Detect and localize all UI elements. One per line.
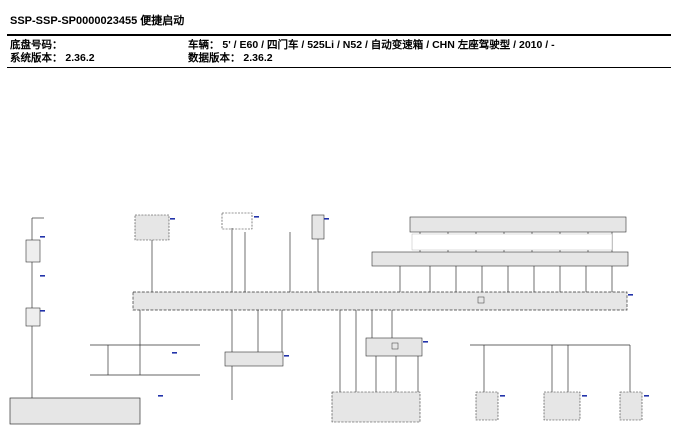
data-version-row: 数据版本： 2.36.2 — [188, 52, 555, 65]
module-symbol — [477, 296, 485, 304]
antenna-module-strip — [409, 216, 627, 233]
connector-strip — [371, 251, 629, 267]
connector-tag — [170, 218, 175, 220]
vehicle-value: 5' / E60 / 四门车 / 525Li / N52 / 自动变速箱 / C… — [222, 39, 555, 51]
connector-tag — [423, 341, 428, 343]
connector-tag — [582, 395, 587, 397]
connector-tag — [324, 218, 329, 220]
vehicle-label: 车辆： — [188, 39, 220, 51]
chassis-number-label: 底盘号码： — [10, 39, 63, 51]
sensor-module-top — [311, 214, 325, 240]
connector-tag — [254, 216, 259, 218]
data-version-label: 数据版本： — [188, 52, 241, 64]
antenna-label-area — [411, 233, 613, 251]
chassis-number-row: 底盘号码： — [10, 39, 95, 52]
header-rule-bottom — [7, 67, 671, 68]
connector-tag — [644, 395, 649, 397]
vehicle-row: 车辆： 5' / E60 / 四门车 / 525Li / N52 / 自动变速箱… — [188, 39, 555, 52]
junction-box-module — [365, 337, 423, 357]
relay-block — [25, 307, 41, 327]
system-version-row: 系统版本： 2.36.2 — [10, 52, 95, 65]
header-right-info: 车辆： 5' / E60 / 四门车 / 525Li / N52 / 自动变速箱… — [188, 39, 555, 65]
connector-tag — [284, 355, 289, 357]
header-left-info: 底盘号码： 系统版本： 2.36.2 — [10, 39, 95, 65]
car-access-system-module — [132, 291, 628, 311]
door-handle-module-2 — [543, 391, 581, 421]
connector-tag — [172, 352, 177, 354]
header-rule-top — [7, 34, 671, 36]
control-module-top-left — [134, 214, 170, 241]
fuse-block — [25, 239, 41, 263]
connector-tag — [500, 395, 505, 397]
door-handle-module-1 — [475, 391, 499, 421]
page-title: SSP-SSP-SP0000023455 便捷启动 — [10, 15, 185, 27]
door-handle-module-3 — [619, 391, 643, 421]
bottom-left-control-unit — [9, 397, 141, 425]
system-version-value: 2.36.2 — [65, 52, 95, 64]
data-version-value: 2.36.2 — [243, 52, 273, 64]
switch-module-top — [221, 212, 253, 230]
bottom-center-module — [331, 391, 421, 423]
junction-symbol — [391, 342, 399, 350]
connector-tag — [40, 310, 45, 312]
connector-tag — [40, 236, 45, 238]
connector-tag — [158, 395, 163, 397]
connector-tag — [628, 294, 633, 296]
steering-lock-module — [224, 351, 284, 367]
system-version-label: 系统版本： — [10, 52, 63, 64]
connector-tag — [40, 275, 45, 277]
